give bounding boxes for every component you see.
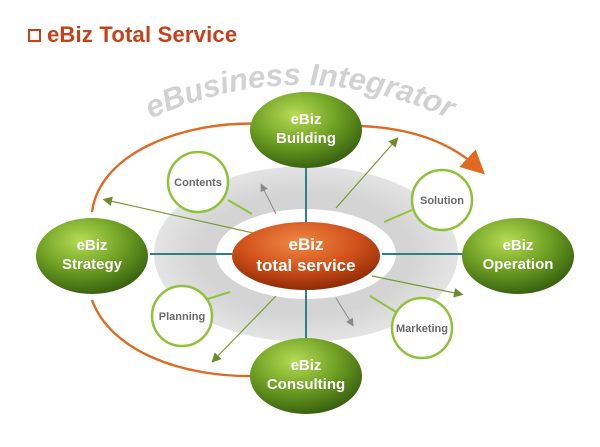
node-operation-line1: eBiz	[503, 237, 534, 254]
page-title: eBiz Total Service	[28, 22, 237, 48]
satellite-solution-label: Solution	[420, 195, 464, 207]
satellite-solution: Solution	[410, 168, 474, 232]
center-total-service: eBiz total service	[232, 222, 380, 290]
satellite-planning-label: Planning	[159, 311, 205, 323]
node-ebiz-strategy: eBiz Strategy	[36, 218, 148, 294]
node-building-line2: Building	[276, 130, 336, 147]
satellite-contents-label: Contents	[174, 177, 222, 189]
satellite-marketing: Marketing	[390, 296, 454, 360]
orange-cycle-arc-right	[359, 124, 486, 175]
arrow-to-consulting	[211, 295, 277, 363]
orange-cycle-arc-bottom	[90, 299, 259, 378]
satellite-contents: Contents	[166, 150, 230, 214]
checkbox-bullet-icon	[28, 28, 41, 42]
node-ebiz-consulting: eBiz Consulting	[250, 338, 362, 414]
node-operation-line2: Operation	[483, 256, 554, 273]
orange-cycle-arc-top	[90, 122, 263, 213]
node-consulting-line2: Consulting	[267, 376, 345, 393]
satellite-marketing-label: Marketing	[396, 323, 448, 335]
node-building-line1: eBiz	[291, 111, 322, 128]
arrow-to-strategy	[102, 196, 259, 235]
arrow-gray-lower	[335, 297, 354, 327]
node-consulting-line1: eBiz	[291, 357, 322, 374]
page-title-text: eBiz Total Service	[47, 22, 238, 47]
stub-marketing	[369, 295, 397, 313]
center-line2: total service	[256, 256, 355, 275]
arrow-to-building	[335, 137, 399, 209]
arrow-gray-upper	[260, 183, 277, 215]
node-strategy-line2: Strategy	[62, 256, 123, 273]
stub-contents	[227, 199, 253, 215]
node-ebiz-building: eBiz Building	[250, 92, 362, 168]
center-line1: eBiz	[289, 235, 324, 254]
stub-solution	[383, 209, 413, 223]
node-strategy-line1: eBiz	[77, 237, 108, 254]
arrow-to-operation	[371, 275, 464, 298]
node-ebiz-operation: eBiz Operation	[462, 218, 574, 294]
satellite-planning: Planning	[150, 284, 214, 348]
